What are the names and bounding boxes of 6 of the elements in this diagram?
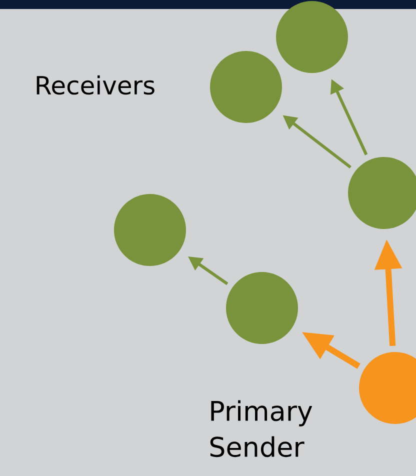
circle-node (276, 1, 348, 73)
circle-node (114, 194, 186, 266)
node-caption: Primary Sender (210, 400, 312, 458)
group-label: Receivers (36, 75, 154, 95)
circle-node (210, 51, 282, 123)
circle-node (226, 272, 298, 344)
